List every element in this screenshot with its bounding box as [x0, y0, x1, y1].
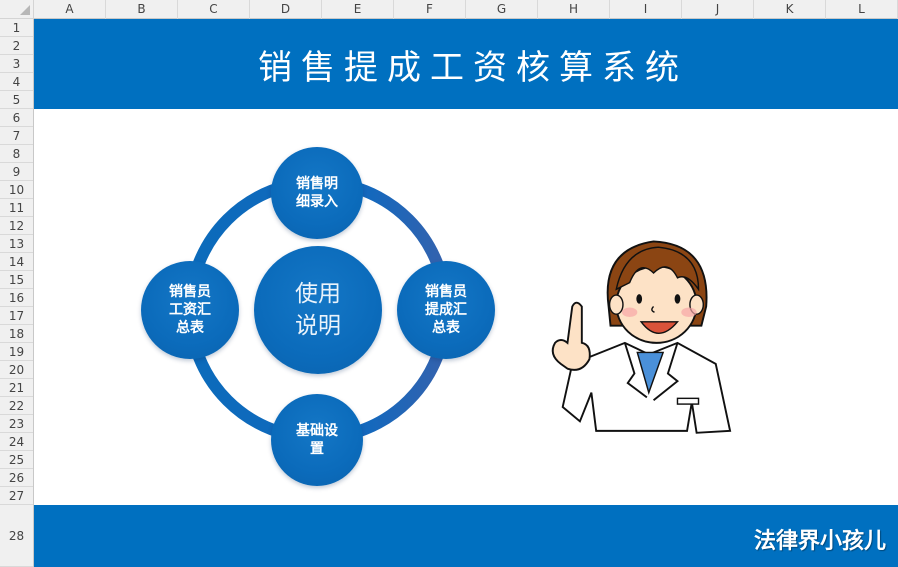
row-header[interactable]: 10	[0, 181, 33, 199]
row-header[interactable]: 23	[0, 415, 33, 433]
row-header[interactable]: 26	[0, 469, 33, 487]
column-header-j[interactable]: J	[682, 0, 754, 19]
node-label: 使用说明	[295, 281, 341, 339]
column-header-l[interactable]: L	[826, 0, 898, 19]
column-header-g[interactable]: G	[466, 0, 538, 19]
column-header-k[interactable]: K	[754, 0, 826, 19]
column-header-h[interactable]: H	[538, 0, 610, 19]
row-header[interactable]: 24	[0, 433, 33, 451]
row-header[interactable]: 25	[0, 451, 33, 469]
teacher-pointing-finger-icon	[551, 240, 732, 434]
row-header[interactable]: 7	[0, 127, 33, 145]
column-header-f[interactable]: F	[394, 0, 466, 19]
select-all-triangle-icon	[20, 5, 30, 15]
row-header[interactable]: 18	[0, 325, 33, 343]
title-banner: 销售提成工资核算系统	[34, 19, 898, 109]
row-header[interactable]: 5	[0, 91, 33, 109]
page-title: 销售提成工资核算系统	[258, 47, 688, 88]
column-headers: A B C D E F G H I J K L	[34, 0, 898, 19]
row-header[interactable]: 14	[0, 253, 33, 271]
row-header[interactable]: 20	[0, 361, 33, 379]
row-header[interactable]: 6	[0, 109, 33, 127]
row-header[interactable]: 13	[0, 235, 33, 253]
node-label: 基础设置	[296, 423, 338, 457]
row-header[interactable]: 12	[0, 217, 33, 235]
row-header[interactable]: 9	[0, 163, 33, 181]
node-salary-summary[interactable]: 销售员工资汇总表	[141, 261, 239, 359]
row-header[interactable]: 27	[0, 487, 33, 505]
row-header[interactable]: 28	[0, 505, 33, 567]
node-instructions[interactable]: 使用说明	[254, 246, 382, 374]
node-label: 销售员提成汇总表	[425, 284, 467, 336]
node-commission-summary[interactable]: 销售员提成汇总表	[397, 261, 495, 359]
row-header[interactable]: 1	[0, 19, 33, 37]
navigation-diagram: 销售明细录入 销售员工资汇总表 销售员提成汇总表 基础设置 使用说明	[34, 19, 898, 567]
column-header-c[interactable]: C	[178, 0, 250, 19]
row-header[interactable]: 17	[0, 307, 33, 325]
row-header[interactable]: 11	[0, 199, 33, 217]
node-basic-settings[interactable]: 基础设置	[271, 394, 363, 486]
row-header[interactable]: 21	[0, 379, 33, 397]
node-label: 销售明细录入	[296, 176, 338, 210]
footer-banner: 法律界小孩儿	[34, 505, 898, 567]
row-header[interactable]: 4	[0, 73, 33, 91]
node-label: 销售员工资汇总表	[169, 284, 211, 336]
column-header-d[interactable]: D	[250, 0, 322, 19]
column-header-e[interactable]: E	[322, 0, 394, 19]
row-header[interactable]: 2	[0, 37, 33, 55]
row-header[interactable]: 22	[0, 397, 33, 415]
footer-author: 法律界小孩儿	[753, 529, 886, 554]
column-header-b[interactable]: B	[106, 0, 178, 19]
column-header-a[interactable]: A	[34, 0, 106, 19]
row-header[interactable]: 19	[0, 343, 33, 361]
worksheet[interactable]: 销售提成工资核算系统 销售明细录入 销售员工资汇总表 销售员提成汇总表 基础设置	[34, 19, 898, 567]
node-sales-detail-entry[interactable]: 销售明细录入	[271, 147, 363, 239]
column-header-i[interactable]: I	[610, 0, 682, 19]
row-headers: 1 2 3 4 5 6 7 8 9 10 11 12 13 14 15 16 1…	[0, 19, 34, 567]
row-header[interactable]: 3	[0, 55, 33, 73]
select-all-corner[interactable]	[0, 0, 34, 19]
row-header[interactable]: 15	[0, 271, 33, 289]
row-header[interactable]: 16	[0, 289, 33, 307]
row-header[interactable]: 8	[0, 145, 33, 163]
